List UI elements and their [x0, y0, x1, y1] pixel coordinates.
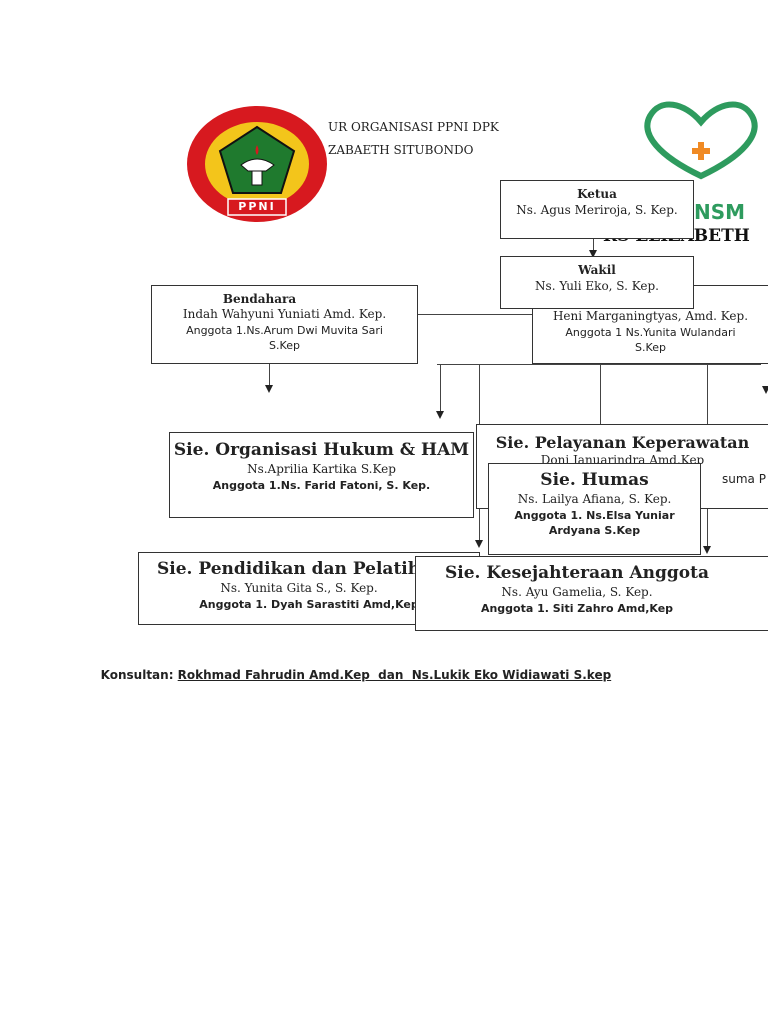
ketua-title: Ketua [577, 187, 617, 201]
rs-logo [634, 96, 768, 226]
hukum-name: Ns.Aprilia Kartika S.Kep [247, 462, 396, 476]
header-line-2: ZABAETH SITUBONDO [328, 143, 474, 157]
arrow-bendahara-down [265, 385, 273, 393]
kesejahteraan-box: Sie. Kesejahteraan Anggota Ns. Ayu Gamel… [415, 556, 768, 631]
humas-name: Ns. Lailya Afiana, S. Kep. [517, 492, 672, 506]
header-line-1: UR ORGANISASI PPNI DPK [328, 120, 499, 134]
hukum-box: Sie. Organisasi Hukum & HAM Ns.Aprilia K… [169, 432, 474, 518]
hukum-member: Anggota 1.Ns. Farid Fatoni, S. Kep. [212, 479, 431, 492]
ketua-box: Ketua Ns. Agus Meriroja, S. Kep. [500, 180, 694, 239]
humas-member-line-2: Ardyana S.Kep [548, 524, 641, 537]
arrow-to-pendidikan [475, 540, 483, 548]
arrow-to-hukum [436, 411, 444, 419]
bendahara-name: Indah Wahyuni Yuniati Amd. Kep. [182, 307, 387, 321]
pendidikan-title: Sie. Pendidikan dan Pelatih [157, 559, 421, 579]
humas-box: Sie. Humas Ns. Lailya Afiana, S. Kep. An… [488, 463, 701, 555]
kesejahteraan-member: Anggota 1. Siti Zahro Amd,Kep [480, 602, 674, 615]
connector-hukum [440, 364, 441, 412]
arrow-to-wakil [589, 250, 597, 258]
pelayanan-title: Sie. Pelayanan Keperawatan [495, 433, 750, 452]
arrow-to-kesejahteraan [703, 546, 711, 554]
sekretaris-member-line-2: S.Kep [635, 341, 666, 354]
wakil-title-overlay: Wakil [578, 263, 616, 277]
bendahara-member-line-1: Anggota 1.Ns.Arum Dwi Muvita Sari [186, 324, 383, 337]
konsultan-names: Rokhmad Fahrudin Amd.Kep dan Ns.Lukik Ek… [177, 668, 612, 682]
hukum-title: Sie. Organisasi Hukum & HAM [173, 440, 470, 460]
rs-logo-letters: NSM [694, 200, 746, 224]
pelayanan-member-tail: suma P [722, 472, 766, 486]
connector-mid-branch [437, 364, 761, 365]
konsultan-label: Konsultan: [100, 668, 178, 682]
humas-title: Sie. Humas [540, 470, 649, 490]
kesejahteraan-name: Ns. Ayu Gamelia, S. Kep. [501, 585, 653, 599]
pendidikan-name: Ns. Yunita Gita S., S. Kep. [220, 581, 378, 595]
ppni-logo: PPNI [186, 105, 328, 223]
konsultan-line: Konsultan: Rokhmad Fahrudin Amd.Kep dan … [93, 654, 612, 682]
kesejahteraan-title: Sie. Kesejahteraan Anggota [445, 563, 709, 583]
connector-ketua-wakil [593, 238, 594, 256]
connector-main-vertical [600, 308, 601, 426]
wakil-box-overlay: Wakil Ns. Yuli Eko, S. Kep. [500, 256, 694, 309]
bendahara-member-line-2: S.Kep [269, 339, 300, 352]
ketua-name: Ns. Agus Meriroja, S. Kep. [516, 203, 678, 217]
bendahara-box: Bendahara Indah Wahyuni Yuniati Amd. Kep… [151, 285, 418, 364]
bendahara-title: Bendahara [222, 292, 297, 306]
sekretaris-name: Heni Marganingtyas, Amd. Kep. [552, 309, 749, 323]
pendidikan-member: Anggota 1. Dyah Sarastiti Amd,Kep [199, 598, 419, 611]
arrow-right-edge [762, 386, 768, 394]
humas-member-line-1: Anggota 1. Ns.Elsa Yuniar [514, 509, 675, 522]
ppni-banner: PPNI [238, 200, 276, 213]
connector-bendahara-down [269, 364, 270, 386]
sekretaris-member-line-1: Anggota 1 Ns.Yunita Wulandari [565, 326, 736, 339]
wakil-name-overlay: Ns. Yuli Eko, S. Kep. [535, 279, 659, 293]
